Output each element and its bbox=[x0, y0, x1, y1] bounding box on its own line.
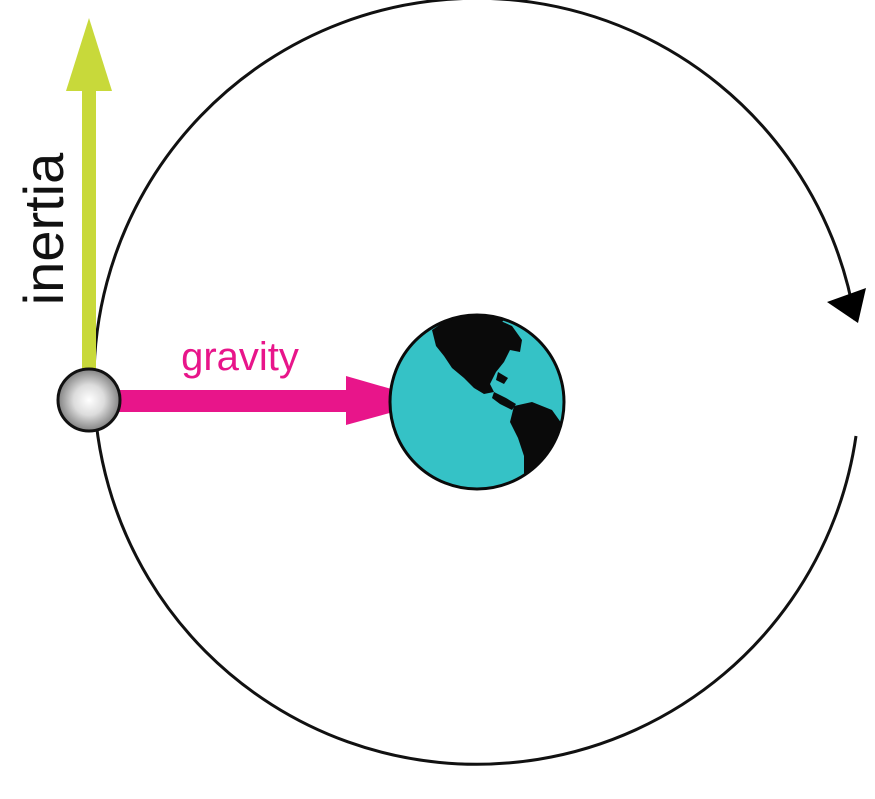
gravity-label: gravity bbox=[181, 335, 299, 379]
inertia-arrow-head bbox=[66, 18, 112, 91]
gravity-arrow-shaft bbox=[110, 390, 355, 412]
inertia-arrow-shaft bbox=[82, 86, 96, 376]
inertia-label: inertia bbox=[12, 152, 75, 305]
earth-globe-icon bbox=[388, 313, 566, 491]
satellite-ball-icon bbox=[56, 367, 122, 433]
orbit-direction-arrowhead bbox=[827, 288, 866, 323]
